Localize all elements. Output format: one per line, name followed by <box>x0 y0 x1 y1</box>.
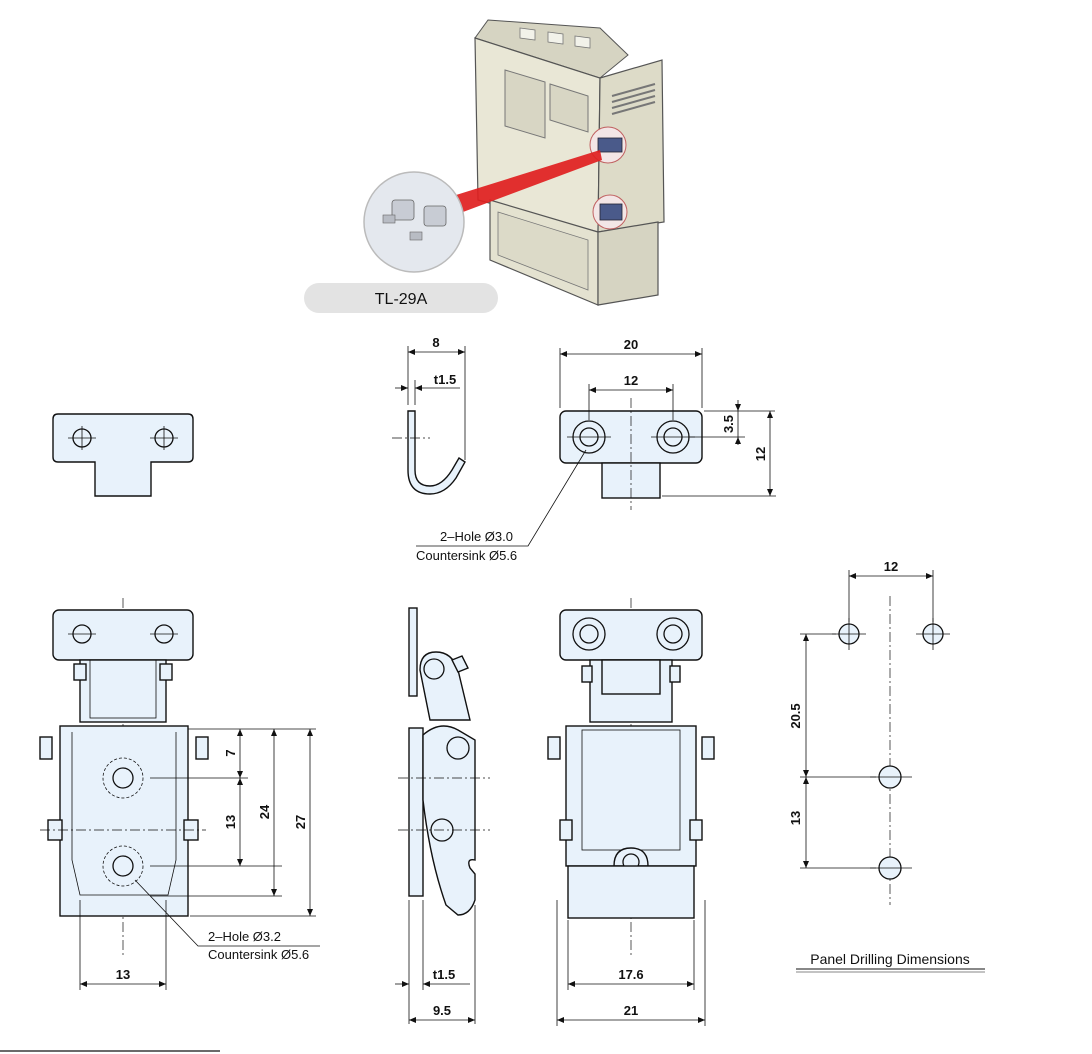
dim-bottom-side-depth: 9.5 <box>433 1003 451 1018</box>
panel-drilling-diagram: 12 20.5 13 Panel Drilling Dimensions <box>788 559 985 973</box>
dim-bottom-back-inner: 17.6 <box>618 967 643 982</box>
strike-side-view: 8 t1.5 <box>392 335 466 495</box>
dim-bottom-front-24: 24 <box>257 804 272 819</box>
dim-top-side-width: 8 <box>432 335 439 350</box>
dim-panel-20-5: 20.5 <box>788 703 803 728</box>
strike-plate-top-left <box>52 413 194 497</box>
dim-top-front-hole-offset: 3.5 <box>721 415 736 433</box>
dim-top-front-height: 12 <box>753 447 768 461</box>
dim-bottom-front-27: 27 <box>293 815 308 829</box>
strike-front-view: 20 12 3.5 12 2–Hole Ø3.0 Countersink Ø5.… <box>416 337 776 563</box>
dim-top-front-hole-pitch: 12 <box>624 373 638 388</box>
dim-panel-pitch: 12 <box>884 559 898 574</box>
dim-bottom-front-7: 7 <box>223 749 238 756</box>
latch-side-view: t1.5 9.5 <box>395 607 490 1024</box>
product-illustration <box>363 19 665 306</box>
model-label-pill <box>304 283 498 313</box>
latch-hole-note-line2: Countersink Ø5.6 <box>208 947 309 962</box>
dim-top-side-thickness: t1.5 <box>434 372 456 387</box>
dim-top-front-width: 20 <box>624 337 638 352</box>
dim-bottom-back-outer: 21 <box>624 1003 638 1018</box>
latch-hole-note-line1: 2–Hole Ø3.2 <box>208 929 281 944</box>
dim-bottom-side-thickness: t1.5 <box>433 967 455 982</box>
dim-panel-13: 13 <box>788 811 803 825</box>
panel-caption: Panel Drilling Dimensions <box>810 951 970 967</box>
latch-back-view: 17.6 21 <box>547 598 715 1026</box>
latch-front-view: 7 13 24 27 13 2–Hole Ø3.2 Countersink Ø5… <box>39 598 320 990</box>
dim-bottom-front-13-vert: 13 <box>223 815 238 829</box>
strike-hole-note-line1: 2–Hole Ø3.0 <box>440 529 513 544</box>
dim-bottom-front-width: 13 <box>116 967 130 982</box>
model-label: TL-29A <box>375 291 428 308</box>
strike-hole-note-line2: Countersink Ø5.6 <box>416 548 517 563</box>
